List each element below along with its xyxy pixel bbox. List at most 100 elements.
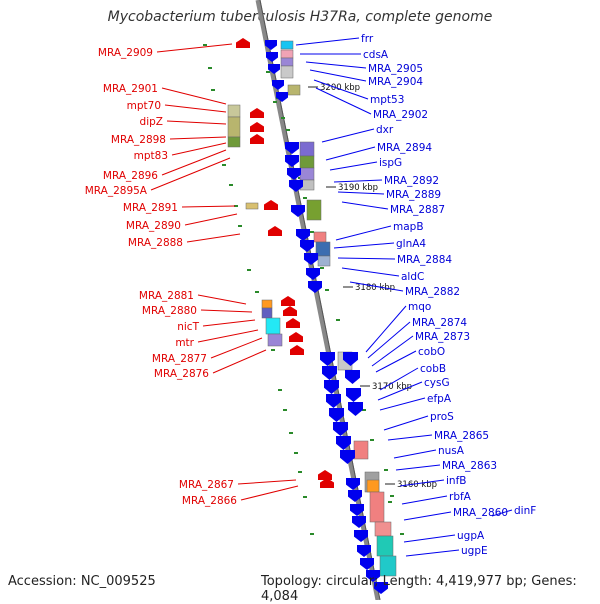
gene-block [267, 333, 283, 347]
leader-line-right [295, 37, 360, 46]
gene-arrow-plus [352, 516, 366, 528]
scale-tick [281, 117, 285, 119]
scale-tick [222, 164, 226, 166]
gene-label-left: MRA_2866 [182, 495, 237, 507]
leader-line-right [337, 191, 385, 195]
gene-arrow-minus [320, 478, 334, 488]
gene-block [261, 299, 273, 309]
scale-tick [289, 432, 293, 434]
gene-arrow-plus [289, 180, 303, 192]
gene-arrow-plus [276, 92, 288, 102]
leader-line-right [367, 321, 411, 359]
scale-tick [238, 225, 242, 227]
gene-label-right: MRA_2863 [442, 460, 497, 472]
gene-label-left: MRA_2880 [142, 305, 197, 317]
gene-label-left: MRA_2901 [103, 83, 158, 95]
leader-line-left [181, 205, 236, 208]
gene-block [261, 307, 273, 319]
leader-line-right [399, 479, 445, 487]
gene-block [374, 521, 392, 537]
gene-arrow-plus [272, 80, 284, 90]
leader-line-left [237, 479, 297, 485]
gene-label-right: MRA_2904 [368, 76, 423, 88]
gene-arrow-plus [357, 545, 371, 557]
leader-line-right [309, 69, 367, 82]
gene-arrow-minus [250, 134, 264, 144]
gene-label-left: dipZ [140, 116, 163, 128]
gene-label-left: MRA_2890 [126, 220, 181, 232]
scale-tick [310, 231, 314, 233]
gene-label-left: MRA_2876 [154, 368, 209, 380]
gene-label-right: MRA_2902 [373, 109, 428, 121]
leader-line-right [379, 397, 426, 411]
scale-tick [320, 267, 324, 269]
gene-arrow-minus [286, 318, 300, 328]
scale-tick [303, 496, 307, 498]
gene-arrow-plus [266, 52, 278, 62]
gene-label-right: dxr [376, 124, 394, 136]
gene-label-right: infB [446, 475, 466, 487]
gene-arrow-plus [308, 281, 322, 293]
gene-label-right: MRA_2865 [434, 430, 489, 442]
gene-label-right: cobO [418, 346, 445, 358]
leader-line-right [337, 257, 396, 260]
gene-label-right: rbfA [449, 491, 472, 503]
gene-arrow-plus [291, 205, 305, 217]
leader-line-left [169, 136, 227, 140]
scale-tick [384, 469, 388, 471]
leader-line-right [379, 367, 419, 391]
leader-line-right [341, 201, 389, 210]
leader-line-left [197, 329, 259, 343]
gene-label-right: MRA_2882 [405, 286, 460, 298]
gene-arrow-plus [265, 40, 277, 50]
gene-arrow-plus [333, 422, 348, 436]
scale-tick [294, 452, 298, 454]
gene-label-left: MRA_2888 [128, 237, 183, 249]
gene-block [313, 231, 327, 243]
scale-tick [390, 495, 394, 497]
scale-tick [286, 129, 290, 131]
gene-arrow-minus [318, 470, 332, 480]
gene-arrow-plus [324, 380, 339, 394]
gene-label-right: proS [430, 411, 454, 423]
gene-block [280, 49, 294, 59]
leader-line-right [313, 79, 369, 100]
gene-arrow-plus [374, 582, 388, 594]
gene-label-right: MRA_2873 [415, 331, 470, 343]
scale-tick [208, 67, 212, 69]
scale-label: 3200 kbp [320, 83, 360, 93]
gene-arrow-minus [236, 38, 250, 48]
scale-tick [325, 289, 329, 291]
gene-arrow-plus [304, 253, 318, 265]
gene-block [306, 199, 322, 221]
gene-label-left: mtr [175, 337, 194, 349]
gene-label-left: MRA_2896 [103, 170, 158, 182]
leader-line-right [401, 495, 448, 505]
gene-arrow-minus [283, 306, 297, 316]
leader-line-left [212, 349, 267, 374]
gene-block [376, 535, 394, 557]
scale-tick [229, 184, 233, 186]
right-label-layer: frrcdsAMRA_2905MRA_2904mpt53MRA_2902dxrM… [361, 33, 536, 557]
gene-label-left: MRA_2909 [98, 47, 153, 59]
feature-layer [227, 38, 397, 594]
gene-block [317, 255, 331, 267]
gene-label-right: nusA [438, 445, 465, 457]
leader-line-left [197, 294, 247, 305]
scale-tick [271, 349, 275, 351]
gene-block [366, 479, 380, 493]
leader-line-right [335, 225, 392, 241]
gene-arrow-plus [346, 478, 360, 490]
leader-line-left [161, 87, 227, 105]
gene-block [280, 57, 294, 67]
gene-arrow-plus [285, 142, 299, 154]
gene-label-left: mpt70 [127, 100, 161, 112]
gene-arrow-plus [340, 450, 355, 464]
gene-arrow-minus [281, 296, 295, 306]
gene-arrow-plus [320, 352, 335, 366]
gene-arrow-plus [346, 388, 361, 402]
leader-line-right [329, 161, 378, 171]
scale-tick [310, 533, 314, 535]
gene-arrow-plus [350, 504, 364, 516]
